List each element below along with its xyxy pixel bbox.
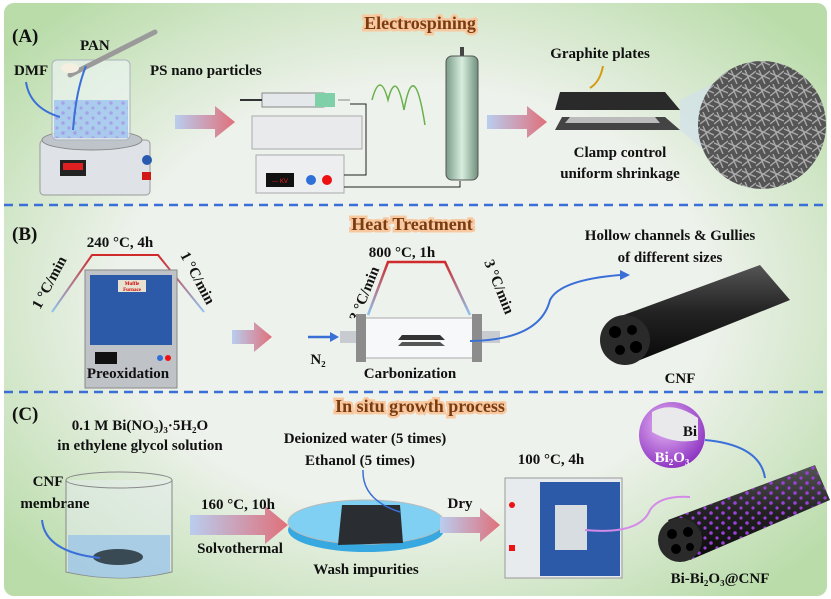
label-solution-2: in ethylene glycol solution: [57, 438, 223, 454]
label-preoxidation: Preoxidation: [87, 366, 170, 382]
label-cnf-membrane-2: membrane: [20, 496, 89, 512]
label-clamp-1: Clamp control: [574, 145, 667, 161]
panel-a-title: Electrospining: [364, 13, 476, 33]
graphite-plates: [555, 92, 680, 130]
nanofiber-membrane-image: [698, 61, 826, 189]
tube-furnace: [340, 314, 500, 362]
process-arrow-a1: [175, 106, 235, 138]
label-cnf: CNF: [665, 371, 696, 387]
process-arrow-b1: [232, 322, 272, 352]
process-arrow-c1: [190, 506, 288, 544]
process-arrow-a2: [487, 106, 547, 138]
bi-bi2o3-cnf-fiber: [658, 465, 830, 562]
arrow-graphite: [589, 65, 604, 89]
label-bi2o3: Bi₂O₃: [655, 450, 690, 466]
panel-c: (C) In situ growth process 0.1 M Bi(NO₃)…: [12, 394, 830, 587]
label-bi: Bi: [683, 424, 697, 440]
label-solvothermal: Solvothermal: [197, 541, 283, 557]
label-cnf-membrane-1: CNF: [33, 474, 64, 490]
cnf-hollow-fiber: [600, 265, 790, 365]
label-carbonization: Carbonization: [364, 366, 457, 382]
bi-bi2o3-core-shell-sphere: [639, 402, 705, 468]
muffle-furnace: Muffle Furnace: [84, 269, 178, 389]
panel-b-label: (B): [12, 224, 37, 245]
reaction-beaker: [65, 471, 173, 579]
carb-temperature-profile: [366, 260, 472, 316]
panel-c-label: (C): [12, 404, 38, 425]
arrow-to-cnf: [469, 274, 621, 342]
preox-temperature-profile: [51, 254, 205, 313]
label-dmf: DMF: [14, 63, 48, 79]
arrow-sphere: [704, 439, 766, 479]
label-graphite-plates: Graphite plates: [550, 46, 650, 62]
kv-display: --- KV: [272, 179, 288, 185]
panel-a: (A) Electrospining PAN DMF PS nano parti…: [12, 11, 826, 196]
arrow-wash: [362, 469, 401, 513]
label-product: Bi-Bi₂O₃@CNF: [671, 571, 770, 587]
label-solution-1: 0.1 M Bi(NO₃)₃·5H₂O: [72, 418, 208, 434]
label-clamp-2: uniform shrinkage: [560, 166, 680, 182]
label-hollow-1: Hollow channels & Gullies: [585, 228, 756, 244]
spatula-icon: [67, 29, 158, 78]
arrow-dmf: [25, 81, 61, 118]
process-arrow-c2: [440, 508, 500, 542]
label-solvo-temp: 160 °C, 10h: [201, 497, 276, 513]
background: [4, 3, 827, 596]
syringe-pump: [240, 92, 363, 150]
label-hollow-2: of different sizes: [618, 250, 723, 266]
label-preox-temp: 240 °C, 4h: [87, 235, 154, 251]
furnace-label-2: Furnace: [123, 288, 142, 293]
petri-dish: [287, 499, 445, 552]
label-wash-2: Ethanol (5 times): [305, 453, 415, 469]
label-dry-temp: 100 °C, 4h: [518, 452, 585, 468]
furnace-label-1: Muffle: [125, 282, 140, 287]
label-carb-temp: 800 °C, 1h: [369, 245, 436, 261]
panel-c-title: In situ growth process: [335, 396, 505, 416]
label-n2: N₂: [310, 352, 326, 368]
collector-drum: [445, 47, 479, 181]
label-wash-impurities: Wash impurities: [313, 562, 419, 578]
label-wash-1: Deionized water (5 times): [284, 431, 447, 447]
arrow-membrane: [41, 519, 101, 559]
fiber-jet: [371, 84, 426, 126]
panel-a-label: (A): [12, 26, 38, 47]
high-voltage-supply: --- KV: [255, 103, 461, 194]
label-pan: PAN: [80, 38, 110, 54]
beaker-with-solution: [51, 29, 158, 141]
arrow-to-product: [584, 495, 691, 532]
arrow-ps: [72, 65, 87, 131]
panel-b-title: Heat Treatment: [351, 214, 472, 234]
label-ps-nanoparticles: PS nano particles: [150, 63, 262, 79]
drying-oven: [504, 477, 623, 579]
label-dry: Dry: [448, 496, 473, 512]
